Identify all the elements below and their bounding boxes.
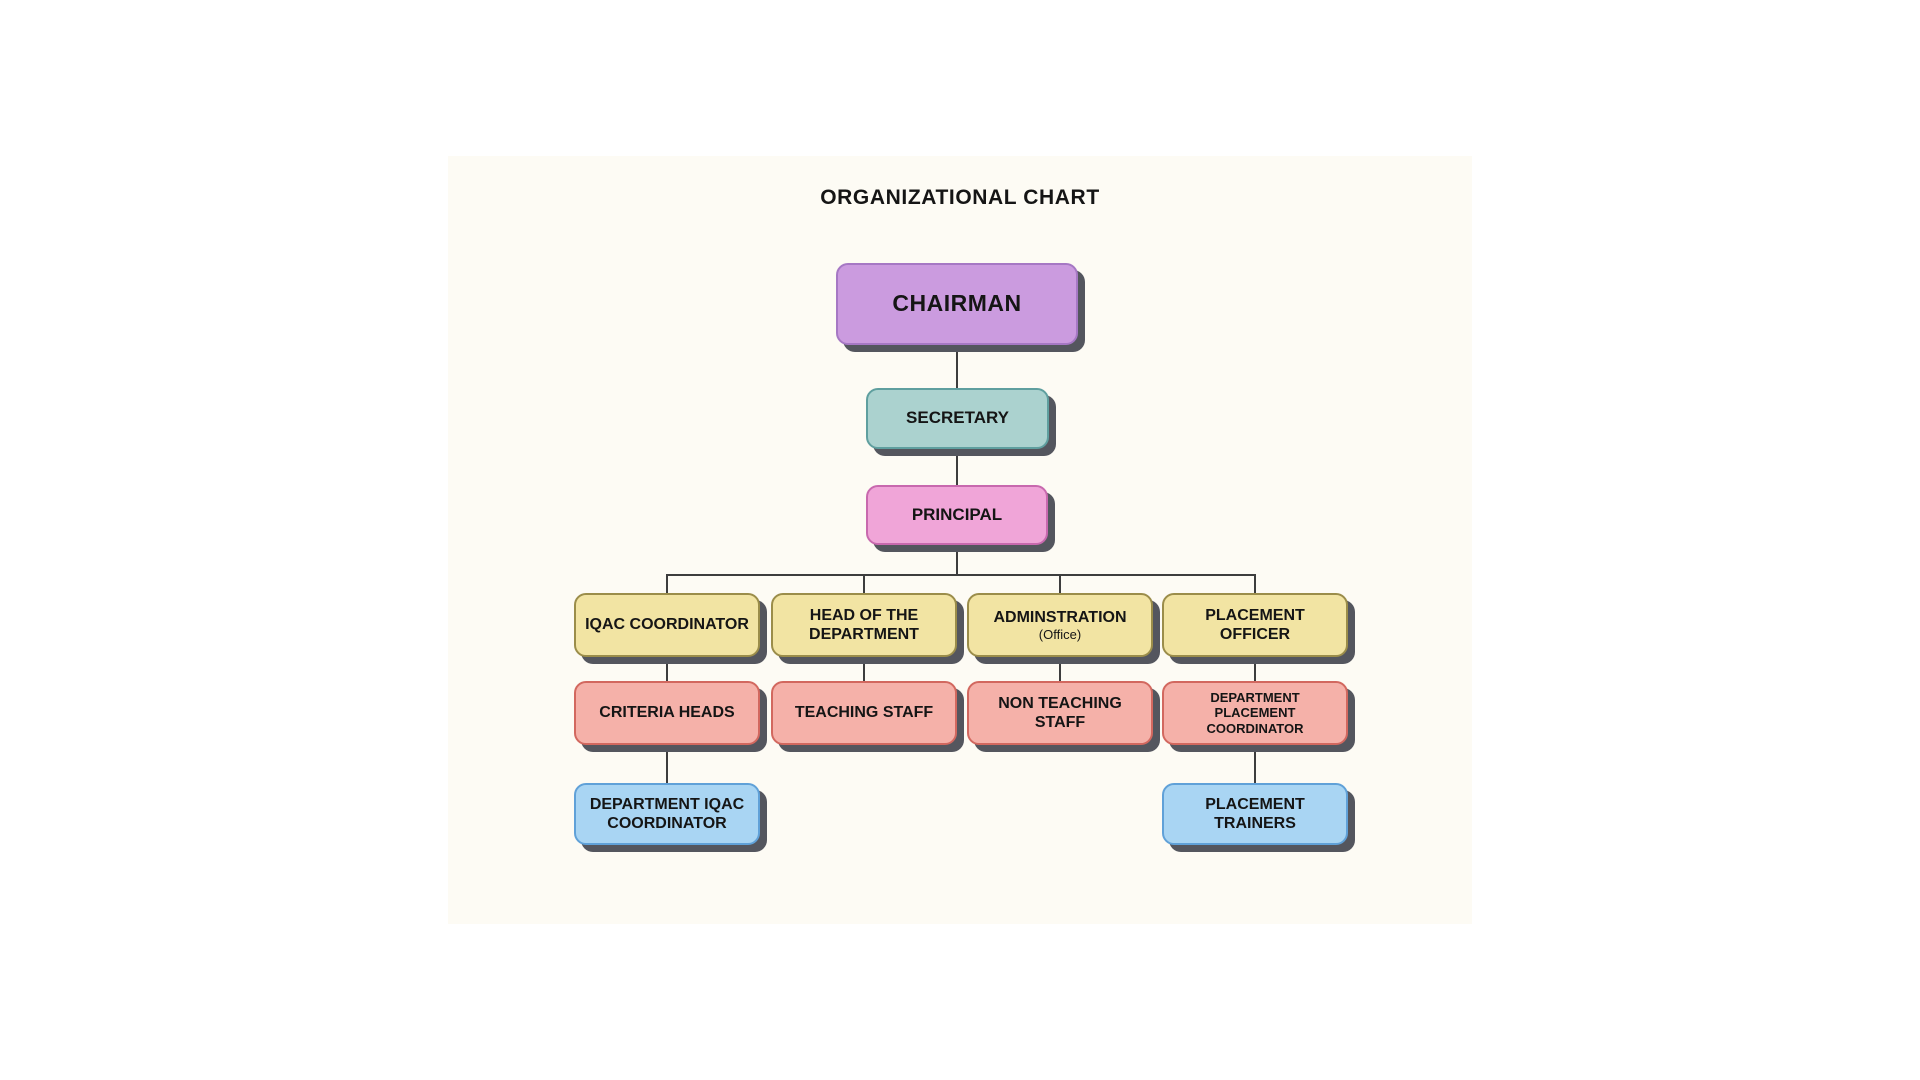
connector-branch-iqac — [666, 574, 668, 593]
connector-placement-officer-dept-coordinator — [1254, 657, 1256, 681]
connector-criteria-heads-dept-iqac — [666, 745, 668, 783]
node-department-placement-coordinator: DEPARTMENT PLACEMENT COORDINATOR — [1162, 681, 1348, 745]
chart-title: ORGANIZATIONAL CHART — [820, 186, 1100, 209]
node-iqac-coordinator: IQAC COORDINATOR — [574, 593, 760, 657]
node-non-teaching-staff-label: NON TEACHING STAFF — [998, 694, 1122, 731]
connector-branch-administration — [1059, 574, 1061, 593]
node-chairman-label: CHAIRMAN — [892, 290, 1022, 317]
node-placement-trainers-label: PLACEMENT TRAINERS — [1205, 795, 1305, 832]
node-teaching-staff: TEACHING STAFF — [771, 681, 957, 745]
connector-principal-branch — [956, 545, 958, 575]
node-principal-label: PRINCIPAL — [911, 504, 1003, 524]
node-administration: ADMINSTRATION (Office) — [967, 593, 1153, 657]
node-secretary-label: SECRETARY — [906, 408, 1009, 428]
node-non-teaching-staff: NON TEACHING STAFF — [967, 681, 1153, 745]
node-department-placement-coordinator-label: DEPARTMENT PLACEMENT COORDINATOR — [1206, 690, 1304, 736]
connector-dept-coordinator-trainers — [1254, 745, 1256, 783]
node-criteria-heads: CRITERIA HEADS — [574, 681, 760, 745]
node-chairman: CHAIRMAN — [836, 263, 1078, 345]
connector-branch-horizontal — [666, 574, 1256, 576]
node-iqac-coordinator-label: IQAC COORDINATOR — [585, 616, 749, 634]
connector-hod-teaching-staff — [863, 657, 865, 681]
node-department-iqac-coordinator-label: DEPARTMENT IQAC COORDINATOR — [589, 795, 745, 832]
node-head-of-department: HEAD OF THE DEPARTMENT — [771, 593, 957, 657]
org-chart-canvas: ORGANIZATIONAL CHART CHAIRMAN SECRETARY … — [448, 156, 1472, 924]
connector-branch-placement-officer — [1254, 574, 1256, 593]
node-criteria-heads-label: CRITERIA HEADS — [599, 704, 735, 722]
node-principal: PRINCIPAL — [866, 485, 1048, 545]
node-teaching-staff-label: TEACHING STAFF — [794, 704, 934, 722]
node-administration-label: ADMINSTRATION — [993, 608, 1127, 626]
node-head-of-department-label: HEAD OF THE DEPARTMENT — [809, 606, 919, 643]
connector-administration-non-teaching — [1059, 657, 1061, 681]
node-department-iqac-coordinator: DEPARTMENT IQAC COORDINATOR — [574, 783, 760, 845]
node-secretary: SECRETARY — [866, 388, 1049, 449]
connector-iqac-criteria-heads — [666, 657, 668, 681]
node-placement-officer-label: PLACEMENT OFFICER — [1205, 606, 1305, 643]
node-administration-sublabel: (Office) — [1038, 626, 1082, 642]
connector-secretary-principal — [956, 449, 958, 485]
connector-branch-hod — [863, 574, 865, 593]
node-placement-trainers: PLACEMENT TRAINERS — [1162, 783, 1348, 845]
node-placement-officer: PLACEMENT OFFICER — [1162, 593, 1348, 657]
connector-chairman-secretary — [956, 345, 958, 388]
